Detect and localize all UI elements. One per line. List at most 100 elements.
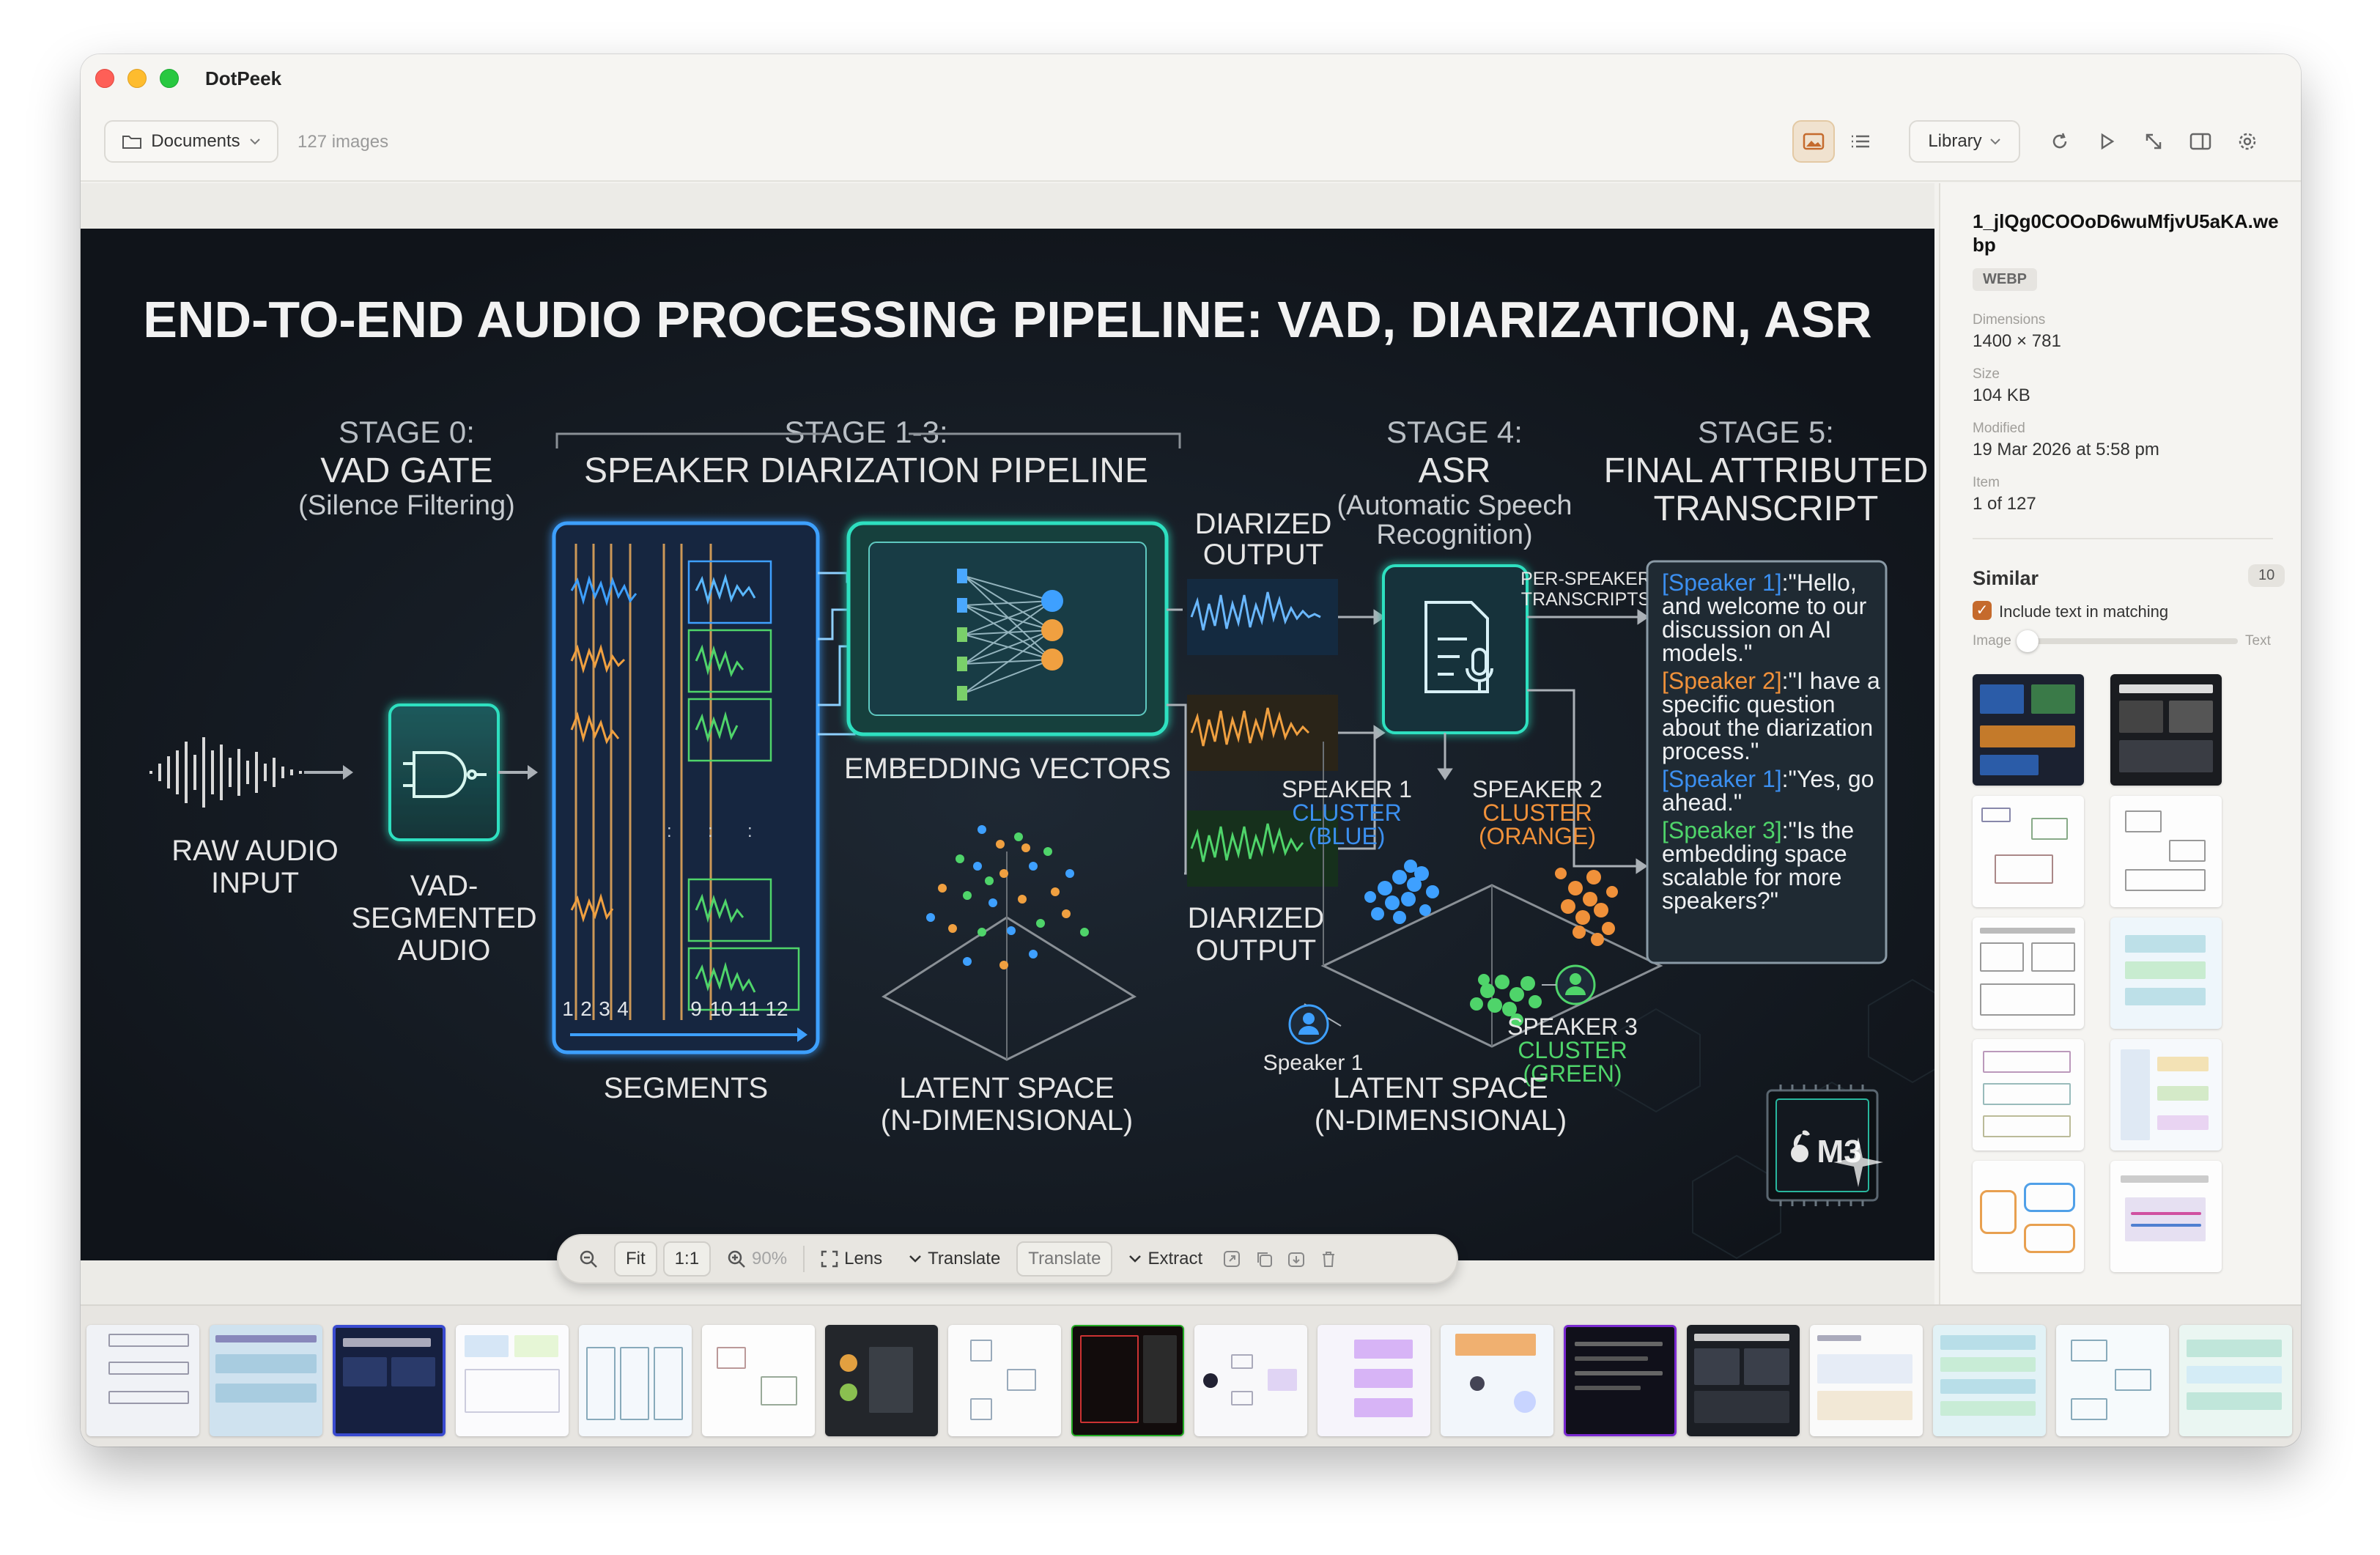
copy-icon bbox=[1257, 1252, 1273, 1267]
filmstrip-thumbnail[interactable] bbox=[2056, 1325, 2169, 1436]
similar-thumbnail[interactable] bbox=[2110, 917, 2222, 1029]
translate-dropdown-label: Translate bbox=[928, 1249, 1001, 1268]
stage0-sub: (Silence Filtering) bbox=[298, 490, 515, 521]
similar-thumbnail[interactable] bbox=[1973, 1039, 2084, 1150]
slideshow-button[interactable] bbox=[2085, 120, 2128, 163]
filmstrip-thumbnail[interactable] bbox=[333, 1325, 446, 1436]
similar-thumbnail[interactable] bbox=[1973, 1161, 2084, 1272]
filmstrip-thumbnail[interactable] bbox=[2179, 1325, 2292, 1436]
file-name: 1_jlQg0COOoD6wuMfjvU5aKA.webp bbox=[1973, 210, 2279, 256]
image-view-button[interactable] bbox=[1792, 120, 1835, 163]
vad-segmented-line1: VAD- bbox=[410, 870, 478, 902]
app-title: DotPeek bbox=[205, 67, 282, 89]
toolbar: Documents 127 images Library bbox=[81, 101, 2301, 182]
filmstrip-thumbnail[interactable] bbox=[948, 1325, 1061, 1436]
chevron-down-icon bbox=[249, 138, 260, 145]
transcript-line: [Speaker 1]:"Yes, go bbox=[1662, 766, 1874, 792]
similar-thumbnail[interactable] bbox=[1973, 917, 2084, 1029]
filmstrip-thumbnail[interactable] bbox=[702, 1325, 815, 1436]
embedding-network-box bbox=[846, 521, 1169, 736]
filmstrip-thumbnail[interactable] bbox=[1933, 1325, 2046, 1436]
similar-thumbnail[interactable] bbox=[2110, 1039, 2222, 1150]
embedding-vectors-label: EMBEDDING VECTORS bbox=[844, 753, 1171, 785]
filmstrip-thumbnail[interactable] bbox=[825, 1325, 938, 1436]
settings-button[interactable] bbox=[2226, 120, 2269, 163]
similar-thumbnail[interactable] bbox=[1973, 674, 2084, 786]
filmstrip-thumbnail[interactable] bbox=[1194, 1325, 1307, 1436]
list-view-button[interactable] bbox=[1839, 120, 1882, 163]
filmstrip-thumbnail[interactable] bbox=[456, 1325, 569, 1436]
folder-selector[interactable]: Documents bbox=[104, 120, 278, 163]
library-dropdown[interactable]: Library bbox=[1909, 120, 2020, 163]
zoom-window-button[interactable] bbox=[160, 69, 179, 88]
filmstrip[interactable] bbox=[81, 1304, 2301, 1447]
modified-label: Modified bbox=[1973, 421, 2025, 436]
slider-image-label: Image bbox=[1973, 633, 2011, 649]
close-window-button[interactable] bbox=[95, 69, 114, 88]
svg-text::: : bbox=[747, 821, 753, 841]
filmstrip-thumbnail[interactable] bbox=[86, 1325, 199, 1436]
actual-size-button[interactable]: 1:1 bbox=[662, 1241, 712, 1277]
copy-button[interactable] bbox=[1251, 1241, 1277, 1277]
transcript-line: [Speaker 3]:"Is the bbox=[1662, 817, 1854, 843]
filmstrip-thumbnail[interactable] bbox=[1687, 1325, 1800, 1436]
zoom-out-button[interactable] bbox=[569, 1241, 608, 1277]
segments-panel: ::: bbox=[552, 521, 820, 1054]
lens-button[interactable]: Lens bbox=[810, 1241, 892, 1277]
similar-thumbnail[interactable] bbox=[1973, 796, 2084, 907]
slider-knob[interactable] bbox=[2017, 630, 2039, 652]
expand-icon bbox=[2146, 133, 2162, 149]
stage0-name: VAD GATE bbox=[320, 451, 493, 490]
transcript-line: ahead." bbox=[1662, 789, 1742, 816]
transcript-line: scalable for more bbox=[1662, 864, 1841, 890]
stage13-label: STAGE 1-3: bbox=[784, 415, 947, 449]
segment-number: 2 bbox=[580, 997, 592, 1020]
filmstrip-thumbnail[interactable] bbox=[210, 1325, 322, 1436]
download-button[interactable] bbox=[1283, 1241, 1309, 1277]
fullscreen-button[interactable] bbox=[2132, 120, 2175, 163]
speaker2-cluster-line2: CLUSTER bbox=[1482, 799, 1592, 826]
extract-dropdown[interactable]: Extract bbox=[1118, 1241, 1213, 1277]
include-text-label: Include text in matching bbox=[1999, 602, 2169, 621]
similar-thumbnail[interactable] bbox=[2110, 796, 2222, 907]
latent-space-2-plot bbox=[1288, 742, 1663, 1048]
filmstrip-thumbnail[interactable] bbox=[1071, 1325, 1184, 1436]
toggle-sidebar-button[interactable] bbox=[2179, 120, 2222, 163]
filmstrip-thumbnail[interactable] bbox=[579, 1325, 692, 1436]
displayed-image[interactable]: END-TO-END AUDIO PROCESSING PIPELINE: VA… bbox=[81, 229, 1934, 1260]
transcript-line: [Speaker 1]:"Hello, bbox=[1662, 569, 1857, 596]
similar-thumbnail[interactable] bbox=[2110, 1161, 2222, 1272]
segment-number: 12 bbox=[765, 997, 788, 1020]
scan-icon bbox=[821, 1250, 838, 1268]
filmstrip-thumbnail[interactable] bbox=[1810, 1325, 1923, 1436]
transcript-speaker: [Speaker 3] bbox=[1662, 817, 1782, 843]
filmstrip-thumbnail[interactable] bbox=[1318, 1325, 1430, 1436]
fit-button[interactable]: Fit bbox=[614, 1241, 657, 1277]
open-external-button[interactable] bbox=[1219, 1241, 1245, 1277]
svg-text::: : bbox=[667, 821, 672, 841]
latent-space-1-line1: LATENT SPACE bbox=[899, 1072, 1114, 1104]
translate-dropdown[interactable]: Translate bbox=[898, 1241, 1010, 1277]
filmstrip-thumbnail[interactable] bbox=[1441, 1325, 1553, 1436]
dimensions-value: 1400 × 781 bbox=[1973, 331, 2061, 351]
diarized-waveforms bbox=[1187, 579, 1338, 887]
delete-button[interactable] bbox=[1315, 1241, 1342, 1277]
divider bbox=[1973, 538, 2273, 539]
filmstrip-thumbnail[interactable] bbox=[1564, 1325, 1677, 1436]
include-text-checkbox[interactable]: ✓ bbox=[1973, 601, 1992, 620]
chevron-down-icon bbox=[1129, 1255, 1142, 1263]
raw-audio-waveform bbox=[149, 737, 302, 808]
minimize-window-button[interactable] bbox=[128, 69, 147, 88]
image-viewer[interactable]: END-TO-END AUDIO PROCESSING PIPELINE: VA… bbox=[81, 183, 1934, 1304]
similar-thumbnail[interactable] bbox=[2110, 674, 2222, 786]
segments-label: SEGMENTS bbox=[604, 1072, 768, 1104]
zoom-in-button[interactable]: 90% bbox=[717, 1241, 797, 1277]
refresh-button[interactable] bbox=[2039, 120, 2081, 163]
transcript-line: and welcome to our bbox=[1662, 593, 1867, 619]
slider-text-label: Text bbox=[2245, 633, 2271, 649]
image-text-weight-slider[interactable] bbox=[2017, 630, 2238, 652]
transcript-speaker: [Speaker 1] bbox=[1662, 766, 1782, 792]
lens-label: Lens bbox=[844, 1249, 883, 1268]
speaker1-cluster-line3: (BLUE) bbox=[1309, 823, 1386, 849]
translate-button[interactable]: Translate bbox=[1016, 1241, 1113, 1277]
